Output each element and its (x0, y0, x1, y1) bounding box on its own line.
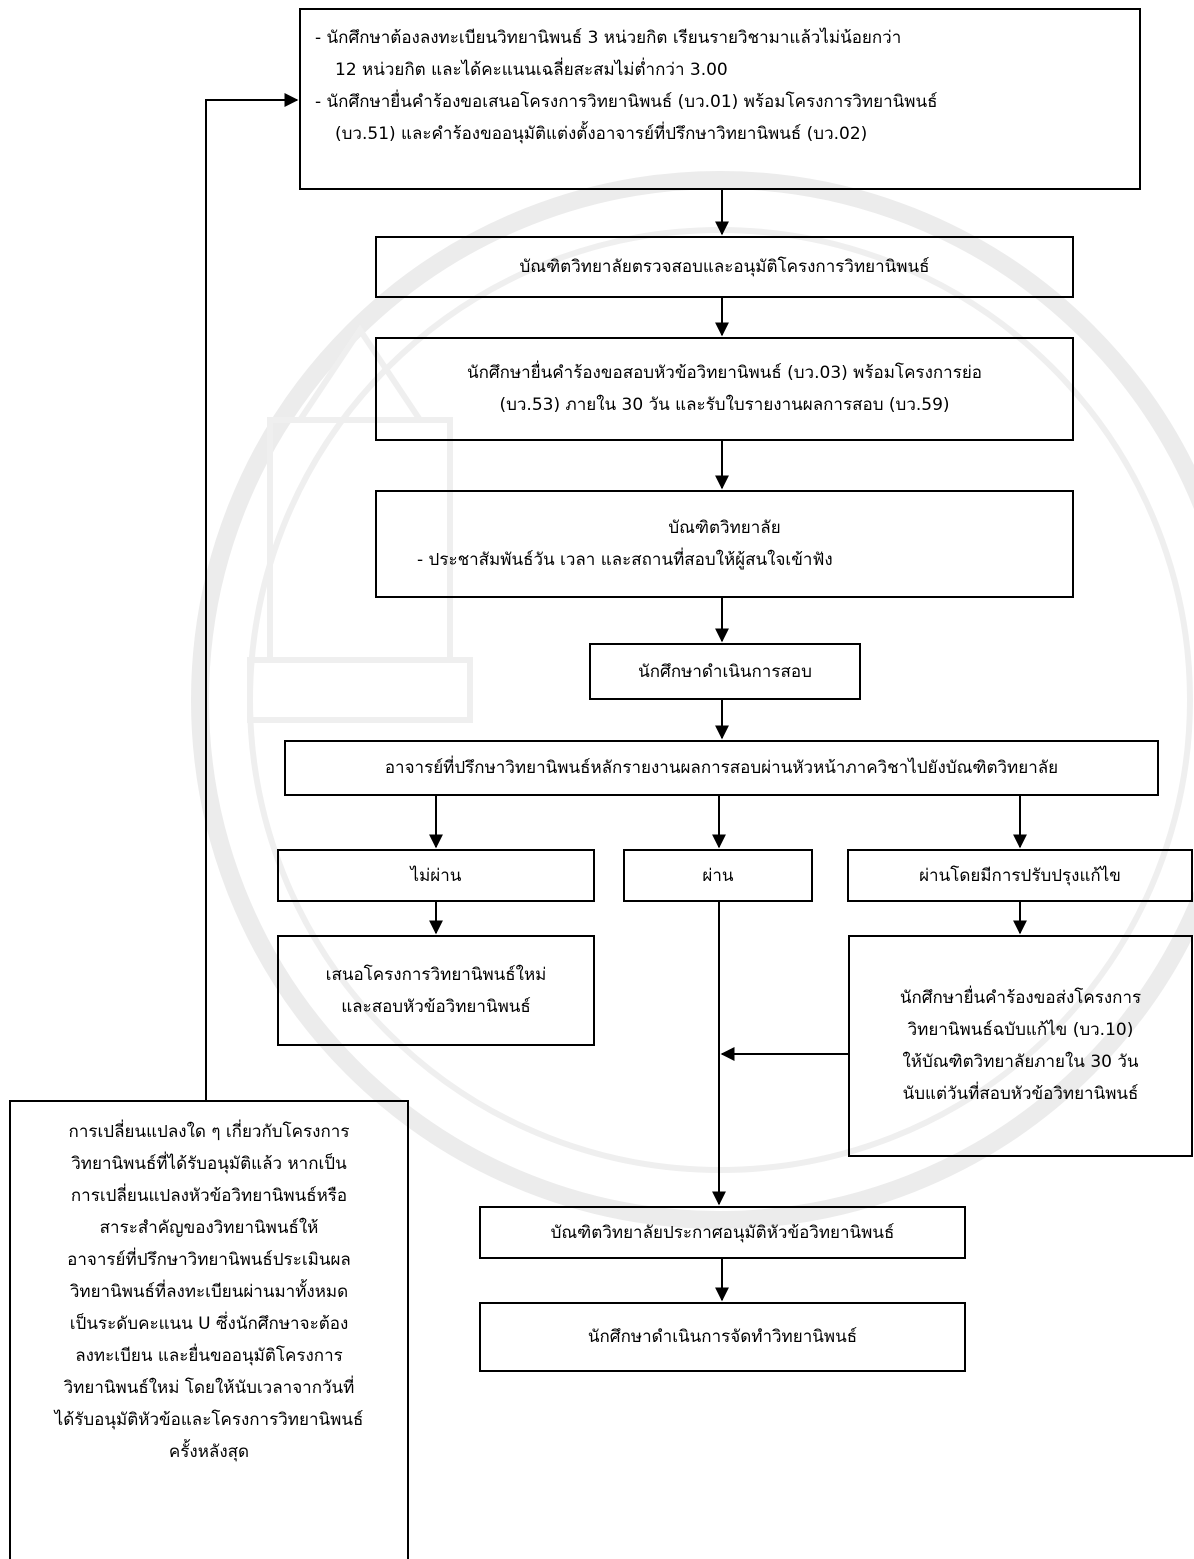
thesis-work-box: นักศึกษาดำเนินการจัดทำวิทยานิพนธ์ (479, 1302, 966, 1372)
change-note-line-4: สาระสำคัญของวิทยานิพนธ์ให้ (99, 1218, 319, 1238)
change-note-line-6: วิทยานิพนธ์ที่ลงทะเบียนผ่านมาทั้งหมด (69, 1282, 349, 1302)
change-note-line-9: วิทยานิพนธ์ใหม่ โดยให้นับเวลาจากวันที่ (63, 1378, 355, 1398)
grad-school-announce-title: บัณฑิตวิทยาลัย (668, 518, 781, 538)
revise-action-box: นักศึกษายื่นคำร้องขอส่งโครงการ วิทยานิพน… (848, 935, 1193, 1157)
change-note-line-5: อาจารย์ที่ปรึกษาวิทยานิพนธ์ประเมินผล (67, 1250, 351, 1270)
grad-school-announce-item: - ประชาสัมพันธ์วัน เวลา และสถานที่สอบให้… (417, 550, 833, 570)
fail-action-line-2: และสอบหัวข้อวิทยานิพนธ์ (341, 996, 531, 1017)
change-note-line-2: วิทยานิพนธ์ที่ได้รับอนุมัติแล้ว หากเป็น (71, 1154, 347, 1174)
grad-school-review-box: บัณฑิตวิทยาลัยตรวจสอบและอนุมัติโครงการวิ… (375, 236, 1074, 298)
revise-action-line-4: นับแต่วันที่สอบหัวข้อวิทยานิพนธ์ (902, 1084, 1139, 1104)
revise-action-line-2: วิทยานิพนธ์ฉบับแก้ไข (บว.10) (907, 1020, 1134, 1040)
student-exam-text: นักศึกษาดำเนินการสอบ (638, 661, 812, 682)
result-fail-text: ไม่ผ่าน (410, 865, 462, 886)
advisor-report-text: อาจารย์ที่ปรึกษาวิทยานิพนธ์หลักรายงานผลก… (384, 758, 1059, 778)
exam-request-line-1: นักศึกษายื่นคำร้องขอสอบหัวข้อวิทยานิพนธ์… (466, 363, 983, 383)
change-note-line-8: ลงทะเบียน และยื่นขออนุมัติโครงการ (75, 1346, 343, 1366)
result-pass-box: ผ่าน (623, 849, 813, 902)
thesis-work-text: นักศึกษาดำเนินการจัดทำวิทยานิพนธ์ (587, 1327, 858, 1347)
result-pass-text: ผ่าน (702, 865, 734, 886)
change-note-line-1: การเปลี่ยนแปลงใด ๆ เกี่ยวกับโครงการ (68, 1122, 350, 1142)
grad-school-announce-box: บัณฑิตวิทยาลัย - ประชาสัมพันธ์วัน เวลา แ… (375, 490, 1074, 598)
revise-action-line-1: นักศึกษายื่นคำร้องขอส่งโครงการ (899, 988, 1142, 1008)
result-pass-revise-box: ผ่านโดยมีการปรับปรุงแก้ไข (847, 849, 1193, 902)
change-note-line-11: ครั้งหลังสุด (168, 1442, 250, 1462)
eligibility-line-4: (บว.51) และคำร้องขออนุมัติแต่งตั้งอาจารย… (335, 124, 868, 144)
fail-action-box: เสนอโครงการวิทยานิพนธ์ใหม่ และสอบหัวข้อว… (277, 935, 595, 1046)
result-fail-box: ไม่ผ่าน (277, 849, 595, 902)
eligibility-line-2: 12 หน่วยกิต และได้คะแนนเฉลี่ยสะสมไม่ต่ำก… (335, 60, 728, 80)
fail-action-line-1: เสนอโครงการวิทยานิพนธ์ใหม่ (325, 964, 547, 985)
change-note-line-7: เป็นระดับคะแนน U ซึ่งนักศึกษาจะต้อง (69, 1314, 349, 1334)
grad-school-review-text: บัณฑิตวิทยาลัยตรวจสอบและอนุมัติโครงการวิ… (519, 257, 930, 277)
exam-request-box: นักศึกษายื่นคำร้องขอสอบหัวข้อวิทยานิพนธ์… (375, 337, 1074, 441)
student-exam-box: นักศึกษาดำเนินการสอบ (589, 643, 861, 700)
change-note-line-10: ได้รับอนุมัติหัวข้อและโครงการวิทยานิพนธ์ (54, 1410, 364, 1430)
eligibility-line-1: - นักศึกษาต้องลงทะเบียนวิทยานิพนธ์ 3 หน่… (315, 28, 902, 48)
eligibility-box: - นักศึกษาต้องลงทะเบียนวิทยานิพนธ์ 3 หน่… (299, 8, 1141, 190)
result-pass-revise-text: ผ่านโดยมีการปรับปรุงแก้ไข (919, 865, 1121, 886)
change-note-line-3: การเปลี่ยนแปลงหัวข้อวิทยานิพนธ์หรือ (70, 1186, 348, 1206)
eligibility-line-3: - นักศึกษายื่นคำร้องขอเสนอโครงการวิทยานิ… (315, 92, 938, 112)
approval-announce-box: บัณฑิตวิทยาลัยประกาศอนุมัติหัวข้อวิทยานิ… (479, 1206, 966, 1259)
exam-request-line-2: (บว.53) ภายใน 30 วัน และรับใบรายงานผลการ… (499, 395, 950, 415)
revise-action-line-3: ให้บัณฑิตวิทยาลัยภายใน 30 วัน (902, 1052, 1139, 1072)
change-note-box: การเปลี่ยนแปลงใด ๆ เกี่ยวกับโครงการ วิทย… (9, 1100, 409, 1559)
advisor-report-box: อาจารย์ที่ปรึกษาวิทยานิพนธ์หลักรายงานผลก… (284, 740, 1159, 796)
arrow-change-note-to-eligibility (205, 93, 299, 1100)
approval-announce-text: บัณฑิตวิทยาลัยประกาศอนุมัติหัวข้อวิทยานิ… (550, 1222, 895, 1243)
